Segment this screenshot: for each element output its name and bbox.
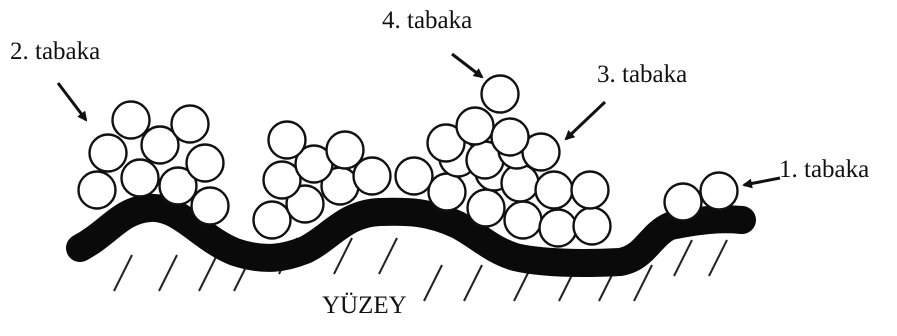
molecule-particle <box>457 108 494 145</box>
molecule-particle <box>429 174 466 211</box>
molecule-particle <box>172 106 209 143</box>
molecule-particle <box>665 184 702 221</box>
hatch-line <box>114 255 132 291</box>
hatch-line <box>709 240 727 276</box>
label-surface: YÜZEY <box>322 293 407 318</box>
molecule-particle <box>254 202 291 239</box>
label-layer-2: 2. tabaka <box>10 39 100 64</box>
molecule-particle <box>574 208 611 245</box>
molecule-particle <box>113 102 150 139</box>
surface-band <box>80 208 742 263</box>
arrow-layer-4 <box>452 54 482 77</box>
hatch-line <box>199 255 217 291</box>
molecule-particle <box>492 119 529 156</box>
molecule-particle <box>540 210 577 247</box>
molecule-particle <box>122 160 159 197</box>
molecule-particle <box>187 145 224 182</box>
molecule-particle <box>327 132 364 169</box>
hatch-line <box>674 240 692 276</box>
molecule-particle <box>396 158 433 195</box>
molecule-particle <box>79 172 116 209</box>
label-layer-3: 3. tabaka <box>597 62 687 87</box>
molecule-particle <box>536 172 573 209</box>
arrow-layer-3 <box>566 102 605 139</box>
hatch-line <box>159 255 177 291</box>
molecule-particle <box>502 165 539 202</box>
molecule-particle <box>701 173 738 210</box>
molecule-particle <box>90 135 127 172</box>
molecule-particle <box>482 76 519 113</box>
molecule-particle <box>269 122 306 159</box>
hatch-line <box>464 265 482 301</box>
arrow-layer-1 <box>744 178 780 185</box>
arrow-layer-2 <box>58 83 86 120</box>
hatch-line <box>424 265 442 301</box>
molecule-particle <box>505 202 542 239</box>
hatch-line <box>379 238 397 274</box>
molecule-particle <box>572 172 609 209</box>
label-layer-4: 4. tabaka <box>382 8 472 33</box>
label-layer-1: 1. tabaka <box>779 157 869 182</box>
molecule-particle <box>192 188 229 225</box>
molecule-particle <box>468 190 505 227</box>
